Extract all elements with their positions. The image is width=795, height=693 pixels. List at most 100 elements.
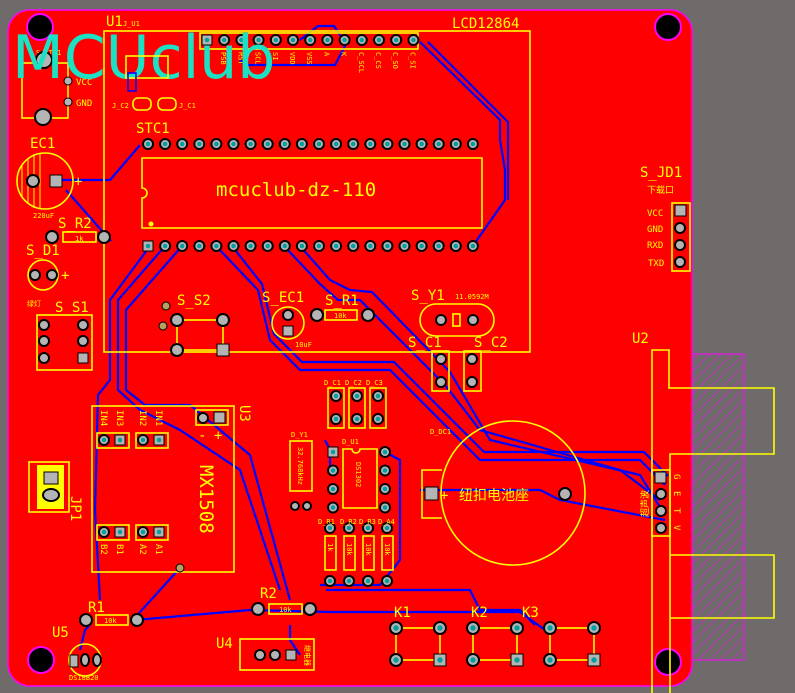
drill-hole — [239, 37, 244, 43]
s-d1-ref: S_D1 — [26, 243, 60, 259]
s-jd1-pin-label: TXD — [648, 259, 664, 269]
s-y1-value: 11.0592M — [455, 293, 489, 301]
drill-hole — [382, 468, 388, 473]
drill-hole — [282, 243, 288, 249]
ec1-value: 220uF — [33, 212, 54, 220]
u2-outline — [651, 349, 775, 693]
gnd-label: GND — [76, 99, 92, 109]
drill-hole — [231, 141, 236, 147]
svg-text:+: + — [61, 268, 69, 284]
drill-hole — [117, 529, 123, 535]
lcd-pin-label: SI — [271, 52, 279, 60]
drill-hole — [514, 625, 520, 631]
drill-hole — [330, 468, 336, 473]
d-res-ref: D_R3 — [359, 518, 376, 526]
drill-hole — [470, 243, 476, 249]
drill-hole — [101, 529, 107, 535]
drill-hole — [162, 141, 168, 147]
drill-hole — [393, 37, 399, 43]
u4-ref: U4 — [216, 636, 233, 652]
u3-outline — [91, 405, 235, 573]
jc1-label: J_C1 — [179, 102, 196, 110]
drill-hole — [437, 625, 443, 631]
drill-hole — [514, 657, 520, 663]
drill-hole — [470, 657, 476, 663]
traces — [62, 24, 669, 656]
d-res-value: 10k — [364, 543, 372, 556]
drill-hole — [547, 657, 553, 663]
pad — [35, 51, 53, 69]
drill-hole — [316, 243, 322, 249]
drill-hole — [365, 578, 371, 584]
drill-hole — [325, 37, 330, 43]
drill-hole — [359, 37, 365, 43]
u2-pins — [654, 471, 667, 534]
d-u1-ref: D_U1 — [342, 438, 359, 446]
drill-hole — [248, 141, 253, 147]
stc-chip-label: mcuclub-dz-110 — [216, 179, 376, 201]
u4-outline — [239, 638, 315, 671]
drill-hole — [402, 243, 407, 249]
drill-hole — [385, 141, 390, 147]
s-r2-ref: S_R2 — [58, 216, 92, 232]
lcd-pin-label: VDD — [288, 52, 296, 65]
drill-hole — [368, 141, 373, 147]
r2-ref: R2 — [260, 586, 277, 602]
s-y1-ref: S_Y1 — [411, 288, 445, 304]
d-res-value: 10k — [345, 543, 353, 556]
drill-hole — [330, 505, 336, 510]
u3-chip: MX1508 — [195, 465, 217, 534]
drill-hole — [354, 416, 360, 422]
u3-in-label: IN3 — [114, 410, 124, 426]
drill-hole — [411, 37, 416, 43]
drill-hole — [156, 529, 162, 535]
u3-in-label: IN1 — [153, 410, 163, 426]
drill-hole — [342, 37, 347, 43]
drill-hole — [197, 243, 202, 249]
u2-pin-label: G — [671, 474, 681, 479]
s-ec1-ref: S_EC1 — [262, 290, 304, 306]
d-y1-value: 32.768kHz — [296, 447, 304, 485]
drill-hole — [299, 141, 305, 147]
d-u1-chip: DS1302 — [354, 462, 362, 487]
drill-hole — [470, 141, 476, 147]
drill-hole — [350, 141, 356, 147]
drill-hole — [419, 243, 424, 249]
drill-hole — [333, 393, 339, 399]
lcd-ref: LCD12864 — [452, 16, 519, 32]
d-cap-ref: D_C3 — [366, 379, 383, 387]
key-ref: K1 — [394, 605, 411, 621]
lcd-pin-label: PSB — [219, 52, 227, 65]
battery-label: 纽扣电池座 — [459, 488, 529, 504]
d-res-value: 10k — [383, 543, 391, 556]
stc-chip-outline — [141, 157, 483, 229]
drill-hole — [346, 525, 352, 531]
lcd-pin-label: RST — [236, 52, 244, 65]
jp1-outline — [28, 461, 70, 513]
ec1-ref: EC1 — [30, 136, 55, 152]
lcd-pin-label: VSS — [305, 52, 313, 65]
drill-hole — [385, 243, 390, 249]
pad — [63, 97, 73, 107]
s-jd1-pin-label: VCC — [647, 209, 663, 219]
keepout-area — [691, 353, 745, 661]
drill-hole — [307, 37, 313, 43]
s-c1-ref: S_C1 — [408, 335, 442, 351]
s-s1-ref: S_S1 — [55, 300, 89, 316]
drill-hole — [368, 243, 373, 249]
drill-hole — [365, 525, 371, 531]
u4-note: 继电器 — [303, 645, 312, 666]
u3-out-label: B2 — [98, 544, 108, 555]
drill-hole — [419, 141, 424, 147]
svg-text:+: + — [74, 174, 82, 190]
drill-hole — [333, 141, 339, 147]
drill-hole — [350, 243, 356, 249]
drill-hole — [330, 486, 336, 492]
drill-hole — [290, 37, 296, 43]
drill-hole — [327, 525, 333, 531]
drill-hole — [402, 141, 407, 147]
jc2-label: J_C2 — [112, 102, 129, 110]
lcd-pin-label: SCL — [254, 52, 262, 65]
drill-hole — [221, 37, 227, 43]
